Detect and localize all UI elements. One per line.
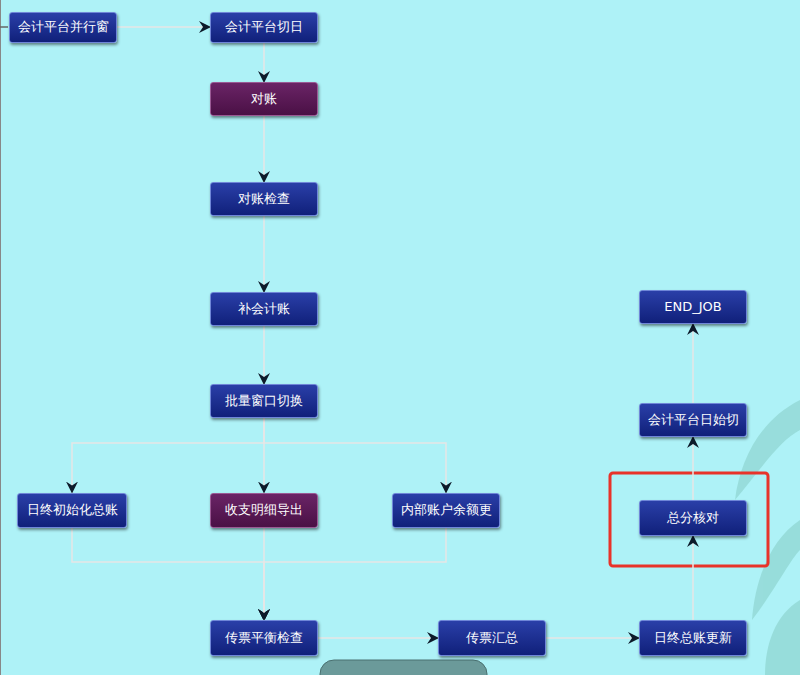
box-label: 日终初始化总账	[27, 502, 118, 518]
box-label: 会计平台日始切	[648, 412, 739, 428]
process-box: 批量窗口切换	[210, 384, 318, 418]
box-label: 日终总账更新	[654, 630, 732, 646]
process-box: 传票平衡检查	[210, 620, 318, 656]
box-label: 总分核对	[667, 510, 719, 526]
flow-arrow	[263, 216, 265, 292]
flow-arrow	[72, 418, 264, 493]
flow-arrow	[692, 324, 694, 403]
edge-line	[0, 0, 1, 675]
process-box: 日终总账更新	[639, 620, 747, 656]
box-label: 会计平台并行窗	[18, 19, 109, 35]
process-box: 补会计账	[210, 292, 318, 326]
box-label: 收支明细导出	[225, 502, 303, 518]
box-label: 批量窗口切换	[225, 393, 303, 409]
flow-arrow	[72, 528, 264, 621]
process-box: 对账	[210, 82, 318, 116]
process-box: 会计平台并行窗	[9, 12, 117, 43]
process-box: 会计平台切日	[210, 12, 318, 43]
partial-shape	[320, 660, 487, 675]
flow-arrow	[692, 437, 694, 500]
flow-arrow	[263, 326, 265, 384]
process-box: 总分核对	[639, 500, 747, 536]
box-label: 对账检查	[238, 191, 290, 207]
incoming-stub	[0, 26, 8, 28]
flow-arrow	[263, 43, 265, 83]
flow-arrow	[264, 418, 446, 493]
box-label: END_JOB	[664, 299, 721, 315]
box-label: 会计平台切日	[225, 19, 303, 35]
box-label: 对账	[251, 91, 277, 107]
flow-arrow	[318, 637, 438, 639]
highlight-frame	[610, 473, 768, 566]
flow-arrow	[117, 26, 210, 28]
process-box: 会计平台日始切	[639, 403, 747, 437]
flow-arrow	[692, 536, 694, 620]
process-box: 收支明细导出	[210, 493, 318, 528]
flow-arrow	[264, 528, 446, 621]
process-box: 内部账户余额更	[392, 493, 500, 528]
box-label: 传票汇总	[466, 630, 518, 646]
process-box: 对账检查	[210, 182, 318, 216]
box-label: 内部账户余额更	[401, 502, 492, 518]
process-box: 日终初始化总账	[17, 493, 127, 528]
box-label: 传票平衡检查	[225, 630, 303, 646]
process-box: END_JOB	[639, 290, 747, 324]
flow-arrow	[546, 637, 639, 639]
box-label: 补会计账	[238, 301, 290, 317]
flow-arrow	[263, 116, 265, 182]
process-box: 传票汇总	[438, 620, 546, 656]
